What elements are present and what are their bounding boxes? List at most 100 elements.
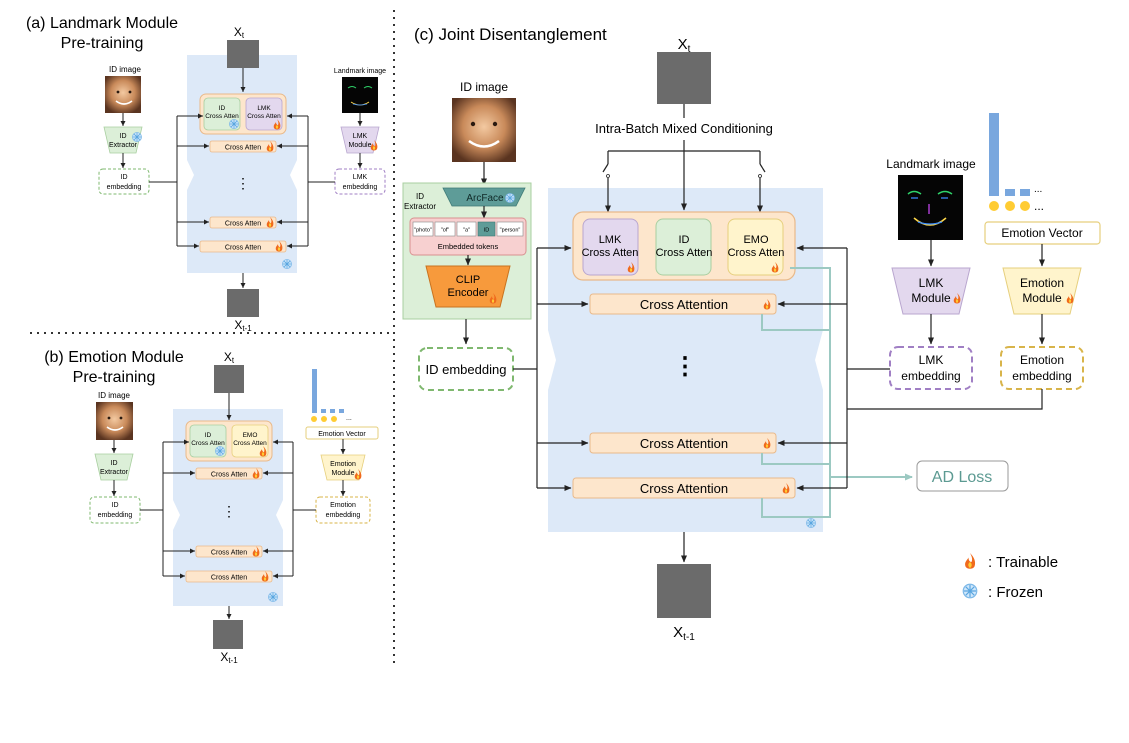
mixed-conditioning-label: Intra-Batch Mixed Conditioning bbox=[595, 121, 773, 136]
token: "a" bbox=[463, 228, 470, 234]
token: ID bbox=[484, 228, 490, 234]
lmk-embedding-label-2: embedding bbox=[343, 184, 378, 191]
id-cross-label: ID bbox=[205, 432, 212, 439]
panel-b-title: (b) Emotion Module bbox=[44, 349, 184, 366]
cross-attention-label: Cross Attention bbox=[640, 436, 728, 451]
cross-atten-2 bbox=[195, 545, 263, 558]
emotion-embedding-label: Emotion bbox=[1020, 353, 1064, 367]
id-face-image bbox=[105, 76, 141, 113]
snowflake-icon bbox=[282, 259, 292, 269]
xt1-block bbox=[227, 289, 259, 317]
emo-cross-label: EMO bbox=[743, 234, 769, 246]
emotion-histogram: ... bbox=[311, 369, 352, 422]
emotion-vector bbox=[305, 426, 379, 440]
panel-b: (b) Emotion Module Pre-training Xt ID Cr… bbox=[44, 349, 379, 665]
emotion-histogram: ... ... bbox=[989, 113, 1044, 213]
emotion-module-label: Emotion bbox=[1020, 276, 1064, 290]
ellipsis: ... bbox=[1034, 199, 1044, 213]
id-extractor-label: ID bbox=[416, 192, 424, 201]
panel-c-title: (c) Joint Disentanglement bbox=[414, 25, 607, 44]
dots: ⋮ bbox=[222, 503, 236, 519]
id-extractor-label-2: Extractor bbox=[100, 469, 129, 476]
xt-label: Xt bbox=[678, 36, 691, 55]
xt-block bbox=[214, 365, 244, 393]
xt-block bbox=[227, 40, 259, 68]
emotion-vector-label: Emotion Vector bbox=[318, 431, 366, 438]
cross-attention-3 bbox=[572, 477, 796, 499]
panel-a-title: (a) Landmark Module bbox=[26, 15, 178, 32]
emo-cross-label: EMO bbox=[243, 432, 258, 439]
xt1-block bbox=[657, 564, 711, 618]
id-extractor-label: ID bbox=[111, 460, 118, 467]
arcface-block bbox=[442, 187, 526, 207]
ad-loss-connections bbox=[761, 267, 913, 518]
cross-attention-label: Cross Attention bbox=[640, 297, 728, 312]
dots: ⋮ bbox=[673, 353, 697, 380]
emotion-embedding-label: Emotion bbox=[330, 502, 356, 509]
lmk-cross-atten bbox=[582, 218, 639, 276]
xt1-block bbox=[213, 620, 243, 649]
cross-attention-1 bbox=[589, 293, 777, 315]
id-extractor-label: ID bbox=[120, 133, 127, 140]
snowflake-icon bbox=[229, 119, 239, 129]
cross-atten-1 bbox=[195, 467, 263, 480]
id-embedding-label-2: embedding bbox=[107, 184, 142, 191]
emotion-module-label-2: Module bbox=[332, 470, 355, 477]
id-cross-label-2: Cross Atten bbox=[656, 247, 713, 259]
id-extractor bbox=[94, 453, 134, 481]
xt-block bbox=[657, 52, 711, 104]
cross-atten-label: Cross Atten bbox=[211, 575, 247, 582]
ad-loss-label: AD Loss bbox=[932, 469, 992, 486]
lmk-embedding-label: LMK bbox=[353, 174, 368, 181]
clip-label-2: Encoder bbox=[448, 287, 489, 299]
clip-label: CLIP bbox=[456, 274, 480, 286]
snowflake-icon bbox=[962, 583, 978, 599]
arcface-label: ArcFace bbox=[466, 193, 504, 204]
id-cross-label: ID bbox=[219, 105, 226, 112]
id-cross-atten bbox=[655, 218, 712, 276]
panel-a-subtitle: Pre-training bbox=[61, 35, 144, 52]
id-extractor-label-2: Extractor bbox=[404, 202, 436, 211]
id-face-image bbox=[96, 402, 133, 440]
legend: : Trainable : Frozen bbox=[962, 553, 1058, 601]
token: "of" bbox=[441, 228, 450, 234]
cross-attention-label: Cross Attention bbox=[640, 481, 728, 496]
id-extractor-label-2: Extractor bbox=[109, 142, 138, 149]
lmk-cross-label-2: Cross Atten bbox=[582, 247, 639, 259]
lmk-module-label: LMK bbox=[919, 276, 944, 290]
lmk-module-label-2: Module bbox=[911, 291, 951, 305]
emotion-module bbox=[1002, 267, 1082, 315]
cross-atten-label: Cross Atten bbox=[225, 221, 261, 228]
xt1-label: Xt-1 bbox=[220, 650, 238, 665]
lmk-embedding bbox=[889, 346, 973, 390]
landmark-image-label: Landmark image bbox=[334, 68, 386, 75]
emo-cross-atten bbox=[231, 424, 269, 458]
id-cross-label: ID bbox=[679, 234, 690, 246]
lmk-embedding-label: LMK bbox=[919, 353, 944, 367]
cross-atten-3 bbox=[199, 240, 287, 253]
emo-cross-label-2: Cross Atten bbox=[233, 440, 267, 447]
id-embedding-label: ID bbox=[112, 502, 119, 509]
legend-trainable: : Trainable bbox=[988, 554, 1058, 571]
lmk-cross-atten bbox=[245, 97, 283, 131]
snowflake-icon bbox=[505, 193, 515, 203]
cross-atten-1 bbox=[209, 140, 277, 153]
ad-loss-box bbox=[916, 460, 1009, 492]
id-image-label: ID image bbox=[109, 65, 142, 74]
id-cross-label-2: Cross Atten bbox=[191, 440, 225, 447]
emotion-embedding bbox=[1000, 346, 1084, 390]
ellipsis: ... bbox=[1034, 184, 1042, 195]
cross-atten-label: Cross Atten bbox=[225, 145, 261, 152]
cross-atten-label: Cross Atten bbox=[211, 550, 247, 557]
snowflake-icon bbox=[268, 592, 278, 602]
lmk-embedding-label-2: embedding bbox=[901, 369, 960, 383]
cross-atten-3 bbox=[185, 570, 273, 583]
lmk-cross-label: LMK bbox=[257, 105, 271, 112]
emotion-embedding-label-2: embedding bbox=[1012, 369, 1071, 383]
flame-icon bbox=[965, 553, 976, 569]
id-embedding-label: ID bbox=[121, 174, 128, 181]
emotion-module-label: Emotion bbox=[330, 461, 356, 468]
lmk-cross-label: LMK bbox=[599, 234, 622, 246]
emotion-embedding bbox=[315, 496, 371, 524]
